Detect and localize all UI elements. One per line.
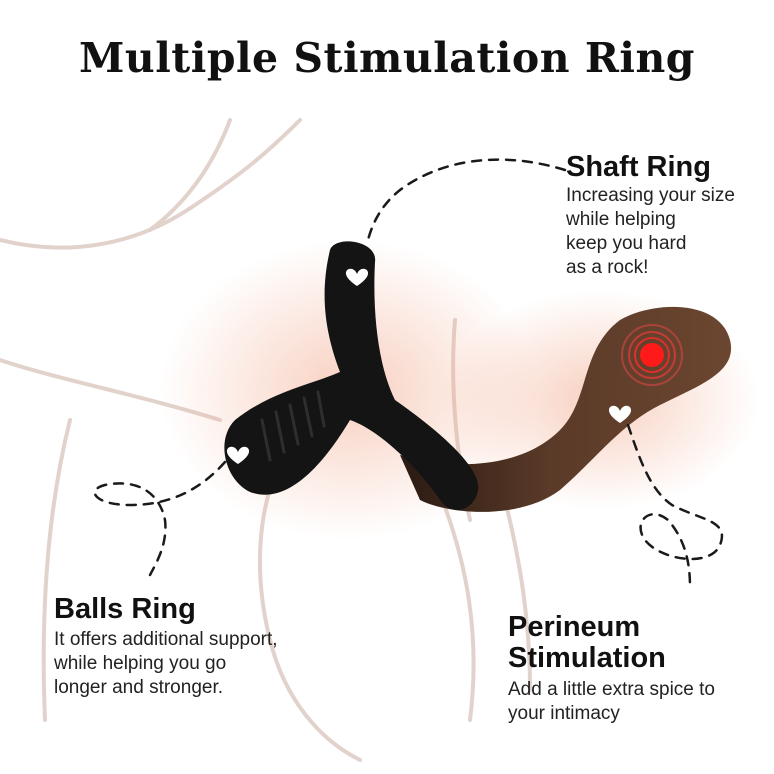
callout-lines <box>93 158 724 592</box>
balls-ring-callout: Balls Ring It offers additional support,… <box>54 592 354 700</box>
balls-ring-line: It offers additional support, <box>54 629 278 650</box>
page-title: Multiple Stimulation Ring <box>79 34 695 82</box>
vibration-icon <box>621 324 683 386</box>
balls-ring-line: longer and stronger. <box>54 677 224 698</box>
perineum-heading-line: Perineum <box>508 611 641 643</box>
shaft-ring-callout: Shaft Ring Increasing your size while he… <box>566 150 774 280</box>
balls-ring-description: It offers additional support, while help… <box>54 628 354 700</box>
perineum-line: your intimacy <box>508 703 620 724</box>
perineum-callout: Perineum Stimulation Add a little extra … <box>508 612 774 726</box>
perineum-callout-line <box>626 423 724 592</box>
shaft-ring-line: Increasing your size <box>566 185 735 206</box>
perineum-heading: Perineum Stimulation <box>508 612 774 674</box>
ribbed-texture <box>260 390 326 462</box>
shaft-ring-line: while helping <box>566 209 676 230</box>
heart-icon <box>608 405 632 423</box>
shaft-ring-line: keep you hard <box>566 233 687 254</box>
perineum-heading-line: Stimulation <box>508 642 666 674</box>
shaft-ring-heading: Shaft Ring <box>566 151 711 183</box>
shaft-callout-line <box>366 158 567 242</box>
ring-device <box>224 241 479 511</box>
perineum-line: Add a little extra spice to <box>508 679 715 700</box>
heart-icon <box>226 446 250 464</box>
heart-icon <box>345 268 369 286</box>
balls-callout-line <box>93 460 227 577</box>
shaft-ring-description: Increasing your size while helping keep … <box>566 184 774 280</box>
balls-ring-line: while helping you go <box>54 653 227 674</box>
shaft-ring-line: as a rock! <box>566 257 649 278</box>
perineum-description: Add a little extra spice to your intimac… <box>508 678 774 726</box>
balls-ring-heading: Balls Ring <box>54 593 196 625</box>
